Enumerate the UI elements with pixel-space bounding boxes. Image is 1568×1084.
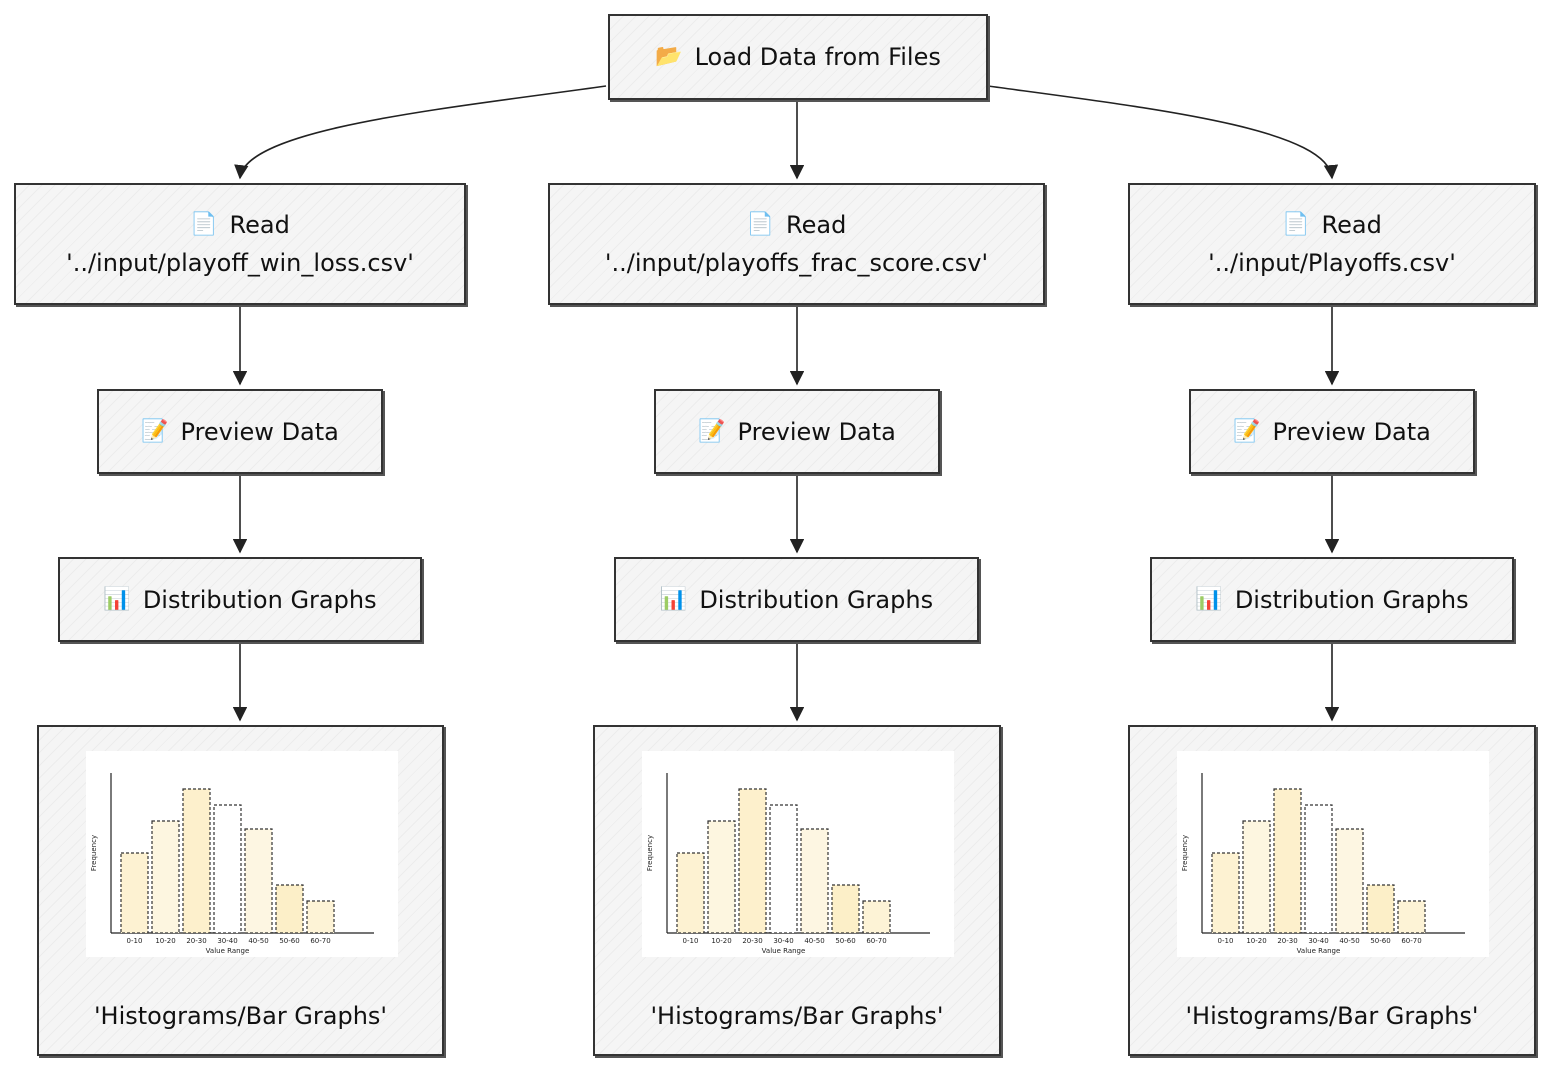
preview-data-label: Preview Data [737, 417, 896, 446]
histogram-bar [306, 900, 335, 934]
output-caption: 'Histograms/Bar Graphs' [650, 1002, 944, 1030]
histogram-xlabel: Value Range [762, 947, 806, 955]
histogram-xlabel: Value Range [1297, 947, 1341, 955]
histogram-bar [800, 828, 829, 934]
histogram-svg: Frequency 0-10 10-20 20-30 30-40 40-50 50-60 60… [1181, 773, 1465, 955]
histogram-tick-label: 0-10 [127, 937, 143, 945]
histogram-tick-label: 40-50 [1339, 937, 1359, 945]
histogram-tick-label: 50-60 [835, 937, 855, 945]
histogram-tick-label: 40-50 [804, 937, 824, 945]
histogram-output-node-3[interactable]: Frequency 0-10 10-20 20-30 30-40 40-50 50-60 60… [1128, 725, 1536, 1056]
histogram-tick-label: 20-30 [742, 937, 762, 945]
histogram-bar [1335, 828, 1364, 934]
histogram-bar [707, 820, 736, 934]
histogram-bar [182, 788, 211, 934]
histogram-bar [1242, 820, 1271, 934]
memo-icon: 📝 [1233, 418, 1261, 444]
histogram-bar [1304, 804, 1333, 934]
distribution-graphs-node-1[interactable]: 📊 Distribution Graphs [58, 557, 422, 642]
distribution-graphs-label: Distribution Graphs [1234, 585, 1469, 614]
histogram-bar [244, 828, 273, 934]
read-label: Read [786, 211, 847, 239]
histogram-tick-label: 30-40 [773, 937, 793, 945]
histogram-bar [862, 900, 891, 934]
folder-icon: 📂 [655, 44, 683, 69]
histogram-tick-label: 0-10 [683, 937, 699, 945]
preview-data-node-1[interactable]: 📝 Preview Data [97, 389, 383, 474]
histogram-xlabel: Value Range [206, 947, 250, 955]
histogram-tick-label: 30-40 [1308, 937, 1328, 945]
histogram-tick-label: 40-50 [248, 937, 268, 945]
histogram-bar [831, 884, 860, 934]
load-data-node[interactable]: 📂 Load Data from Files [608, 14, 988, 100]
histogram-output-node-2[interactable]: Frequency 0-10 10-20 20-30 30-40 40-50 50-60 60… [593, 725, 1001, 1056]
memo-icon: 📝 [698, 418, 726, 444]
histogram-tick-label: 10-20 [711, 937, 731, 945]
bar-chart-icon: 📊 [103, 586, 131, 612]
arrow-root-to-read-1 [234, 85, 607, 180]
histogram-image: Frequency 0-10 10-20 20-30 30-40 40-50 50-60 60… [642, 751, 954, 957]
histogram-tick-label: 30-40 [217, 937, 237, 945]
histogram-output-node-1[interactable]: Frequency 0-10 10-20 20-30 30-40 40-50 50-60 60… [37, 725, 444, 1056]
page-icon: 📄 [1282, 212, 1310, 237]
bar-chart-icon: 📊 [659, 586, 688, 612]
distribution-graphs-label: Distribution Graphs [699, 585, 934, 614]
histogram-bar [213, 804, 242, 934]
preview-data-label: Preview Data [1272, 417, 1431, 446]
read-file-path: '../input/playoffs_frac_score.csv' [604, 249, 989, 277]
bar-chart-icon: 📊 [1195, 586, 1223, 612]
output-caption: 'Histograms/Bar Graphs' [93, 1002, 388, 1030]
histogram-tick-label: 0-10 [1218, 937, 1234, 945]
histogram-tick-label: 50-60 [1370, 937, 1390, 945]
read-label: Read [229, 211, 290, 239]
histogram-bar [1273, 788, 1302, 934]
histogram-tick-label: 60-70 [866, 937, 886, 945]
histogram-tick-label: 60-70 [1401, 937, 1421, 945]
histogram-bar [676, 852, 705, 934]
histogram-bar [120, 852, 149, 934]
preview-data-node-3[interactable]: 📝 Preview Data [1189, 389, 1475, 474]
histogram-bar [275, 884, 304, 934]
histogram-bar [769, 804, 798, 934]
histogram-tick-label: 20-30 [1277, 937, 1297, 945]
distribution-graphs-node-2[interactable]: 📊 Distribution Graphs [614, 557, 979, 642]
histogram-tick-label: 10-20 [1246, 937, 1266, 945]
histogram-bar [1211, 852, 1240, 934]
histogram-bar [1397, 900, 1426, 934]
preview-data-node-2[interactable]: 📝 Preview Data [654, 389, 940, 474]
distribution-graphs-node-3[interactable]: 📊 Distribution Graphs [1150, 557, 1514, 642]
histogram-svg: Frequency 0-10 10-20 20-30 30-40 40-50 50-60 60… [90, 773, 374, 955]
read-label: Read [1321, 211, 1382, 239]
histogram-tick-label: 50-60 [279, 937, 299, 945]
histogram-tick-label: 20-30 [186, 937, 206, 945]
histogram-ylabel: Frequency [90, 835, 98, 871]
histogram-ylabel: Frequency [1181, 835, 1189, 871]
histogram-ylabel: Frequency [646, 835, 654, 871]
read-node-3[interactable]: 📄 Read '../input/Playoffs.csv' [1128, 183, 1536, 305]
arrow-root-to-read-3 [987, 85, 1339, 180]
histogram-bar [151, 820, 180, 934]
histogram-bar [738, 788, 767, 934]
histogram-bar [1366, 884, 1395, 934]
histogram-tick-label: 60-70 [310, 937, 330, 945]
histogram-tick-label: 10-20 [155, 937, 175, 945]
read-node-1[interactable]: 📄 Read '../input/playoff_win_loss.csv' [14, 183, 466, 305]
page-icon: 📄 [190, 212, 218, 237]
page-icon: 📄 [746, 212, 775, 237]
load-data-label: Load Data from Files [694, 43, 941, 71]
distribution-graphs-label: Distribution Graphs [142, 585, 377, 614]
read-file-path: '../input/Playoffs.csv' [1208, 249, 1456, 277]
histogram-svg: Frequency 0-10 10-20 20-30 30-40 40-50 50-60 60… [646, 773, 930, 955]
histogram-image: Frequency 0-10 10-20 20-30 30-40 40-50 50-60 60… [86, 751, 398, 957]
read-node-2[interactable]: 📄 Read '../input/playoffs_frac_score.csv… [548, 183, 1045, 305]
read-file-path: '../input/playoff_win_loss.csv' [66, 249, 414, 277]
preview-data-label: Preview Data [180, 417, 339, 446]
histogram-image: Frequency 0-10 10-20 20-30 30-40 40-50 50-60 60… [1177, 751, 1489, 957]
memo-icon: 📝 [141, 418, 169, 444]
output-caption: 'Histograms/Bar Graphs' [1185, 1002, 1479, 1030]
